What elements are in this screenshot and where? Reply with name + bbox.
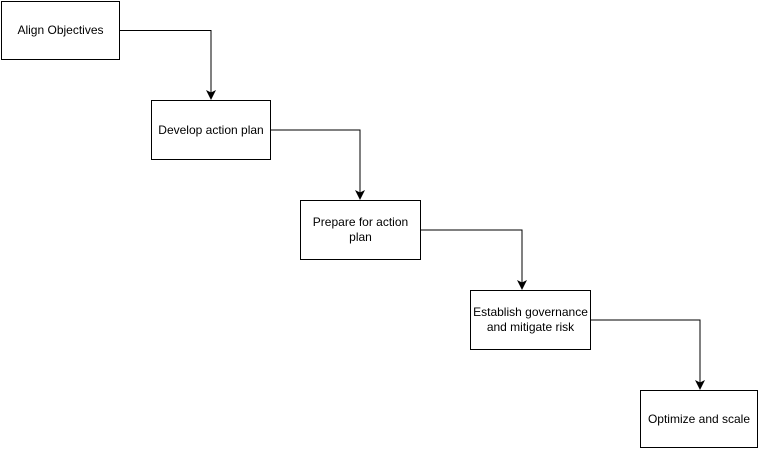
flowchart-node-align-objectives: Align Objectives bbox=[1, 1, 120, 60]
node-label: Optimize and scale bbox=[647, 411, 751, 426]
flowchart-node-develop-action-plan: Develop action plan bbox=[151, 100, 271, 160]
connector-develop-action-plan-to-prepare-for-action-plan bbox=[271, 129, 365, 200]
flowchart-node-establish-governance: Establish governance and mitigate risk bbox=[470, 290, 591, 350]
connector-prepare-for-action-plan-to-establish-governance bbox=[421, 229, 527, 290]
flowchart-node-optimize-and-scale: Optimize and scale bbox=[640, 390, 758, 448]
node-label: Align Objectives bbox=[17, 23, 104, 37]
node-label: Establish governance and mitigate risk bbox=[473, 305, 588, 334]
connector-align-objectives-to-develop-action-plan bbox=[120, 30, 216, 100]
flowchart-node-prepare-for-action-plan: Prepare for action plan bbox=[300, 200, 421, 260]
node-label: Develop action plan bbox=[158, 122, 264, 137]
node-label: Prepare for action plan bbox=[312, 215, 409, 244]
connector-establish-governance-to-optimize-and-scale bbox=[591, 319, 705, 390]
